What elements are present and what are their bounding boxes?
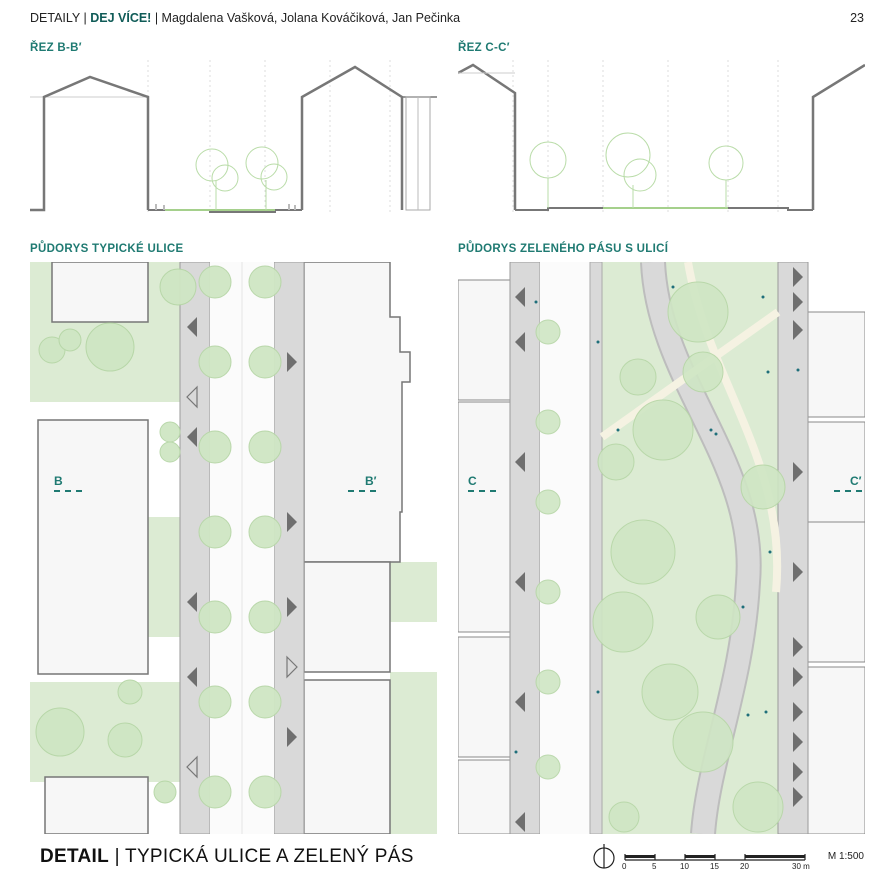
road-right <box>273 262 305 834</box>
scale-ratio: M 1:500 <box>827 851 864 862</box>
scale-tick-20: 20 <box>740 862 749 871</box>
marker-c-line <box>468 490 496 494</box>
footer-title-rest: | TYPICKÁ ULICE A ZELENÝ PÁS <box>109 846 414 867</box>
plan-street-drawing <box>30 262 437 834</box>
scale-tick-5: 5 <box>652 862 657 871</box>
building-right-outline <box>300 65 404 210</box>
plan-street-title: PŮDORYS TYPICKÉ ULICE <box>30 243 184 255</box>
marker-c-prime: C′ <box>850 474 862 488</box>
page-number: 23 <box>850 11 864 25</box>
building-plan-5 <box>303 561 391 673</box>
marker-b: B <box>54 474 63 488</box>
section-cc-drawing <box>458 60 865 215</box>
scale-tick-30: 30 m <box>792 862 810 871</box>
tree-section-2 <box>245 146 279 180</box>
building-plan-1 <box>51 262 149 323</box>
building-cc-left <box>458 63 517 210</box>
plan-green-drawing <box>458 262 865 834</box>
scale-tick-0: 0 <box>622 862 627 871</box>
section-bb-title: ŘEZ B-B′ <box>30 42 82 54</box>
building-plan-6 <box>303 679 391 834</box>
marker-b-prime-line <box>348 490 376 494</box>
plan-green-title: PŮDORYS ZELENÉHO PÁSU S ULICÍ <box>458 243 669 255</box>
scale-tick-15: 15 <box>710 862 719 871</box>
building-cc-right <box>811 63 865 210</box>
marker-b-line <box>54 490 82 494</box>
section-cc-title: ŘEZ C-C′ <box>458 42 510 54</box>
marker-c-prime-line <box>834 490 862 494</box>
scale-tick-10: 10 <box>680 862 689 871</box>
section-bb-drawing <box>30 60 437 215</box>
road-left <box>179 262 211 834</box>
road-green-left <box>509 262 541 834</box>
building-plan-4 <box>303 262 411 563</box>
header-highlight: DEJ VÍCE! <box>90 11 152 25</box>
header-authors: | Magdalena Vašková, Jolana Kováčiková, … <box>151 11 461 25</box>
header-prefix: DETAILY | <box>30 11 91 25</box>
marker-b-prime: B′ <box>365 474 377 488</box>
marker-c: C <box>468 474 477 488</box>
footer-title-bold: DETAIL <box>40 846 109 867</box>
tree-cc-3 <box>708 145 744 181</box>
page-header: DETAILY | DEJ VÍCE! | Magdalena Vašková,… <box>30 11 460 25</box>
footer-title: DETAIL | TYPICKÁ ULICE A ZELENÝ PÁS <box>40 846 414 868</box>
building-plan-3 <box>44 776 149 834</box>
building-left-outline <box>30 75 150 212</box>
building-plan-2 <box>37 419 149 675</box>
tree-cc-2 <box>605 132 651 178</box>
scale-bar <box>593 844 806 869</box>
